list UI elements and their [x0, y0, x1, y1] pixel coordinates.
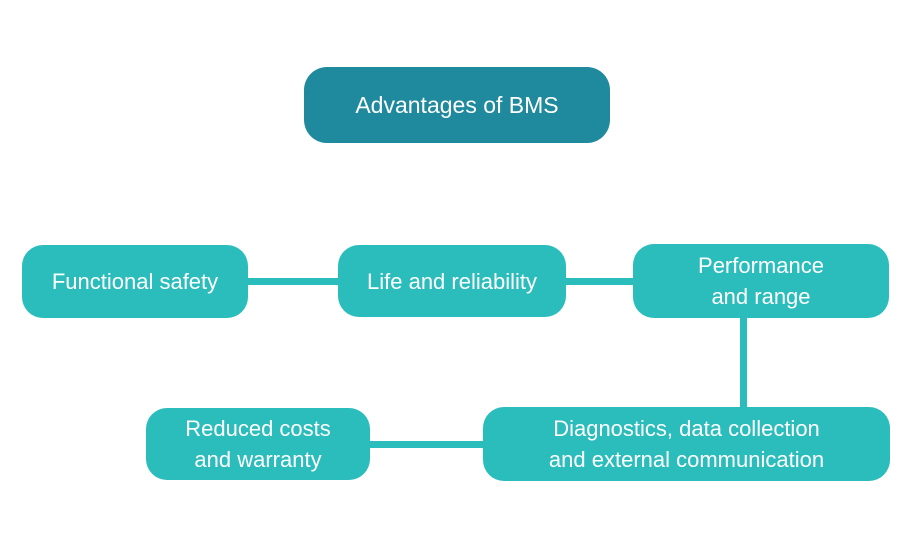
node-diagnostics-data-collection: Diagnostics, data collection and externa… — [483, 407, 890, 481]
node-functional-safety: Functional safety — [22, 245, 248, 318]
node-reduced-costs-and-warranty: Reduced costs and warranty — [146, 408, 370, 480]
connector-reduced-to-diagnostics — [370, 441, 483, 448]
node-life-and-reliability: Life and reliability — [338, 245, 566, 317]
connector-life-to-performance — [566, 278, 633, 285]
diagram-title-box: Advantages of BMS — [304, 67, 610, 143]
node-performance-and-range: Performance and range — [633, 244, 889, 318]
connector-performance-to-diagnostics — [740, 317, 747, 408]
connector-functional-to-life — [248, 278, 338, 285]
